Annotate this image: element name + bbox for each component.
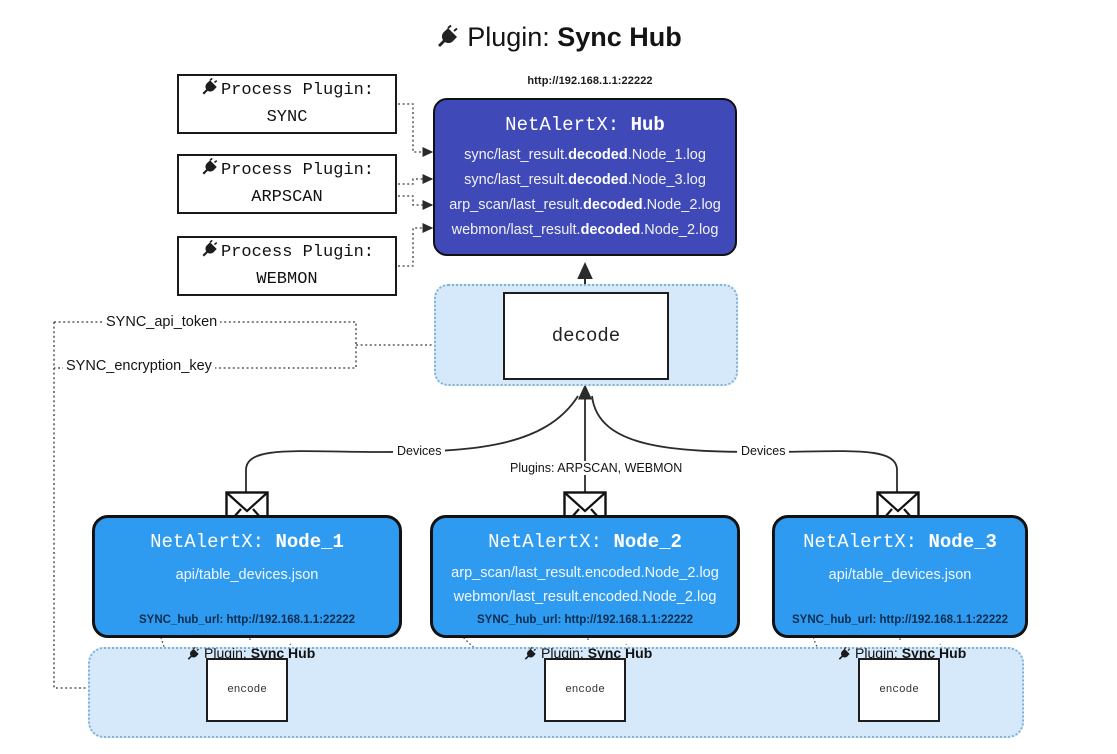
plug-icon — [200, 77, 220, 105]
process-plugin-webmon-line2: WEBMON — [256, 270, 318, 289]
edge-label-devices-left: Devices — [393, 444, 446, 458]
edge-label-devices-right: Devices — [737, 444, 790, 458]
hub-title-prefix: NetAlertX: — [505, 114, 620, 136]
plug-icon — [200, 239, 220, 267]
hub-node[interactable]: NetAlertX: Hub sync/last_result.decoded.… — [433, 98, 737, 256]
process-plugin-arpscan[interactable]: Process Plugin: ARPSCAN — [177, 154, 397, 214]
process-plugin-arpscan-line2: ARPSCAN — [251, 188, 323, 207]
sync-encryption-key-label: SYNC_encryption_key — [63, 358, 215, 374]
node-line: api/table_devices.json — [175, 567, 319, 583]
hub-log-list: sync/last_result.decoded.Node_1.log sync… — [435, 143, 735, 243]
band-plugin-label-3: Plugin: Sync Hub — [837, 645, 966, 664]
encode-box-1[interactable]: encode — [206, 658, 288, 722]
hub-log-item: webmon/last_result.decoded.Node_2.log — [451, 222, 719, 238]
process-plugin-sync-line1: Process Plugin: — [220, 81, 375, 100]
title-name: Sync Hub — [557, 22, 682, 52]
node-hub-url-label: SYNC_hub_url: http://192.168.1.1:22222 — [476, 614, 694, 626]
node-line: webmon/last_result.encoded.Node_2.log — [453, 589, 717, 605]
plug-icon — [523, 646, 538, 664]
band-plugin-label-1: Plugin: Sync Hub — [186, 645, 315, 664]
netalertx-node-3[interactable]: NetAlertX: Node_3 api/table_devices.json… — [772, 515, 1028, 638]
decode-box[interactable]: decode — [503, 292, 669, 380]
hub-log-item: sync/last_result.decoded.Node_1.log — [464, 147, 706, 163]
edge-label-plugins-center: Plugins: ARPSCAN, WEBMON — [506, 461, 687, 475]
page-title: Plugin: Sync Hub — [0, 14, 1117, 63]
plug-icon — [200, 157, 220, 185]
process-plugin-sync-line2: SYNC — [266, 108, 308, 127]
node-hub-url-label: SYNC_hub_url: http://192.168.1.1:22222 — [138, 614, 356, 626]
process-plugin-sync[interactable]: Process Plugin: SYNC — [177, 74, 397, 134]
process-plugin-webmon-line1: Process Plugin: — [220, 243, 375, 262]
process-plugin-arpscan-line1: Process Plugin: — [220, 161, 375, 180]
hub-title-name: Hub — [630, 114, 665, 136]
plug-icon — [435, 17, 461, 63]
hub-log-item: sync/last_result.decoded.Node_3.log — [464, 172, 706, 188]
process-plugin-webmon[interactable]: Process Plugin: WEBMON — [177, 236, 397, 296]
sync-api-token-label: SYNC_api_token — [103, 314, 221, 330]
netalertx-node-1[interactable]: NetAlertX: Node_1 api/table_devices.json… — [92, 515, 402, 638]
hub-url-label: http://192.168.1.1:22222 — [527, 75, 653, 87]
node-line: api/table_devices.json — [828, 567, 972, 583]
band-plugin-label-2: Plugin: Sync Hub — [523, 645, 652, 664]
encode-box-3[interactable]: encode — [858, 658, 940, 722]
title-prefix: Plugin: — [467, 22, 550, 52]
hub-log-item: arp_scan/last_result.decoded.Node_2.log — [449, 197, 721, 213]
plug-icon — [837, 646, 852, 664]
encode-box-2[interactable]: encode — [544, 658, 626, 722]
node-line: arp_scan/last_result.encoded.Node_2.log — [451, 565, 719, 581]
netalertx-node-2[interactable]: NetAlertX: Node_2 arp_scan/last_result.e… — [430, 515, 740, 638]
node-hub-url-label: SYNC_hub_url: http://192.168.1.1:22222 — [791, 614, 1009, 626]
plug-icon — [186, 646, 201, 664]
